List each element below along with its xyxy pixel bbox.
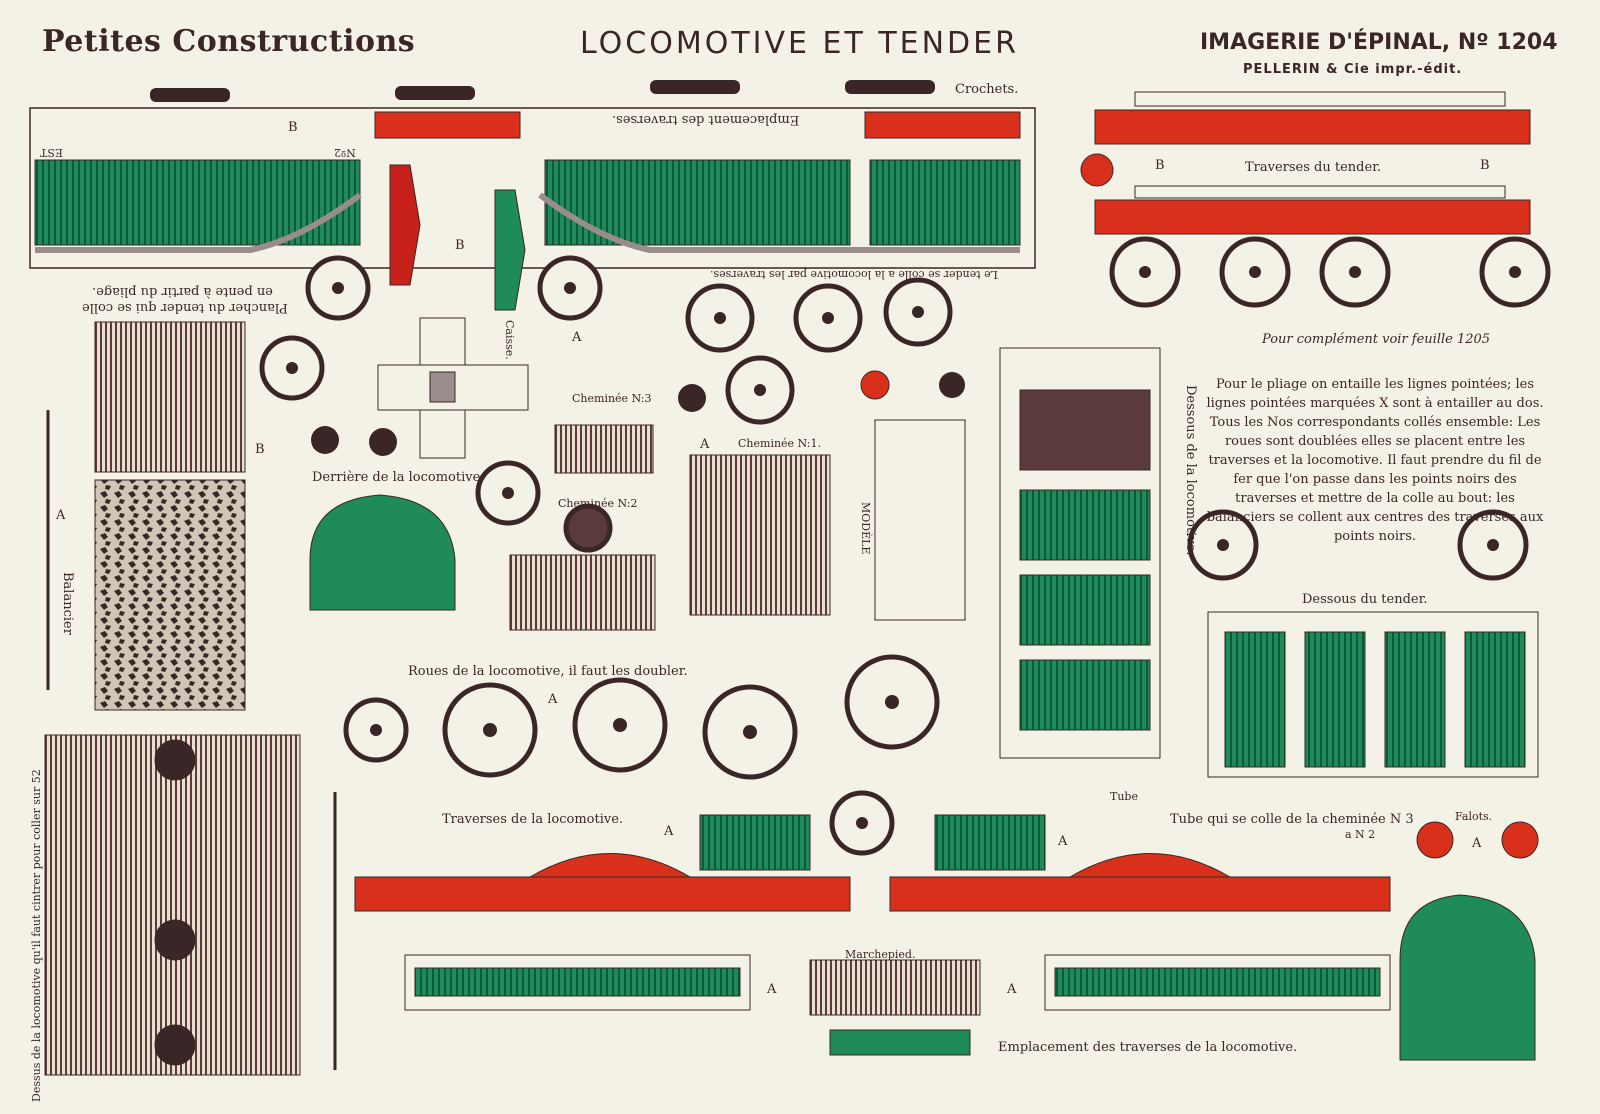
wheels [259,236,1551,856]
loco-traverses [354,814,1391,912]
dessous-locomotive [999,347,1161,759]
letter-a-5: A [664,824,674,839]
tender-side-panel [29,107,1036,269]
letter-a-2: A [700,437,710,452]
label-emplacement-traverses: Emplacement des traverses. [612,112,800,127]
tender-traverses [1094,91,1531,235]
label-dessus-loco: Dessus de la locomotive qu'il faut cintr… [30,769,43,1102]
header-publisher: PELLERIN & Cie impr.-édit. [1243,62,1463,77]
chain-hooks [150,80,935,102]
letter-b-5: B [255,442,265,457]
letter-b-2: B [1155,158,1165,173]
label-tube-cheminee: Tube qui se colle de la cheminée N 3 [1170,812,1414,827]
engine-figures [389,164,526,311]
label-tube: Tube [1110,790,1138,803]
chimneys [509,424,831,631]
tender-floor-coal [94,321,246,711]
label-dessous-tender: Dessous du tender. [1302,592,1428,607]
label-derriere: Derrière de la locomotive [312,470,481,485]
letter-a-3: A [56,508,66,523]
label-traverses-tender: Traverses du tender. [1245,160,1382,175]
label-cheminee-2: Cheminée N:2 [558,497,638,510]
header-center-title: LOCOMOTIVE ET TENDER [580,26,1019,61]
caisse-net [377,317,529,459]
label-balancier: Balancier [60,572,75,635]
dessous-tender [1207,611,1539,778]
label-cheminee-3: Cheminée N:3 [572,392,652,405]
letter-b-1: B [288,120,298,135]
letter-a-4: A [548,692,558,707]
letter-a-9: A [1007,982,1017,997]
letter-a-7: A [1472,836,1482,851]
label-dessous-loco: Dessous de la locomotive. [1183,385,1198,556]
wheel-hubs [286,266,1521,829]
label-plancher-1: Plancher du tender qui se colle [82,300,288,315]
header-left-title: Petites Constructions [42,24,416,59]
letter-a-8: A [767,982,777,997]
assembly-instructions: Pour le pliage on entaille les lignes po… [1206,377,1544,544]
label-crochets: Crochets. [955,82,1019,97]
label-falots: Falots. [1455,810,1493,823]
dessus-locomotive [44,734,301,1076]
label-tube-n2: a N 2 [1345,828,1376,841]
loco-rear-arch [309,494,1536,1061]
header-right-title: IMAGERIE D'ÉPINAL, Nº 1204 [1200,30,1558,55]
label-n2: Nº2 [334,146,356,159]
label-plancher-2: en pente à partir du pliage. [92,284,273,299]
label-modele: MODÈLE [859,502,872,555]
letter-a-1: A [572,330,582,345]
label-marchepied: Marchepied. [845,948,916,961]
label-caisse: Caisse. [503,320,516,360]
falots [860,153,1539,859]
label-tender-colle: Le tender se colle a la locomotive par l… [710,268,998,281]
letter-b-4: B [455,238,465,253]
label-traverses-loco: Traverses de la locomotive. [442,812,624,827]
label-roues-loco: Roues de la locomotive, il faut les doub… [408,664,688,679]
label-pour-complement: Pour complément voir feuille 1205 [1262,332,1491,347]
letter-b-3: B [1480,158,1490,173]
balanciers [46,410,337,1070]
label-cheminee-1: Cheminée N:1. [738,437,821,450]
model-illustration [874,419,966,621]
loco-side-strips [404,954,1391,1056]
label-est: EST [40,146,63,159]
label-emplacement-traverses-loco: Emplacement des traverses de la locomoti… [998,1040,1298,1055]
letter-a-6: A [1058,834,1068,849]
